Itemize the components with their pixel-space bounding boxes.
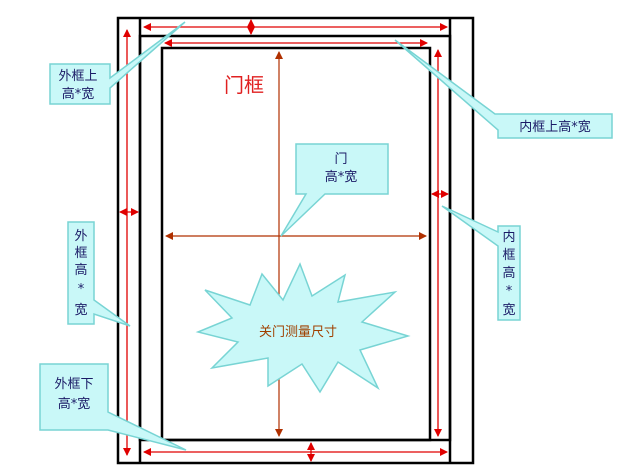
callout-inner-side-line4: * <box>506 284 513 299</box>
callout-outer-top-line2: 高*宽 <box>62 86 95 102</box>
diagram-title: 门框 <box>224 73 264 97</box>
callout-door-line2: 高*宽 <box>325 169 358 185</box>
callout-inner-side-line1: 内 <box>502 229 515 245</box>
door-arrows <box>165 51 427 437</box>
callout-door <box>280 143 389 237</box>
callout-outer-side-line3: 高 <box>74 262 87 278</box>
callout-outer-bottom-line1: 外框下 <box>54 377 93 392</box>
callout-outer-side-line4: * <box>78 282 85 297</box>
callout-texts: 外框上 高*宽 内框上高*宽 门 高*宽 外 框 高 * 宽 内 框 高 * 宽… <box>54 69 590 412</box>
callout-inner-side <box>441 205 521 321</box>
callout-outer-side <box>67 221 131 327</box>
outer-frame-rect <box>116 16 475 465</box>
callout-outer-bottom <box>39 363 187 451</box>
callout-outer-top <box>49 21 186 105</box>
callout-inner-top <box>394 39 613 139</box>
callout-door-line1: 门 <box>334 152 347 167</box>
callout-outer-side-line5: 宽 <box>74 302 87 318</box>
callout-outer-side-line1: 外 <box>74 229 87 244</box>
dimension-arrows <box>119 19 449 462</box>
frame-lines <box>116 16 475 465</box>
callout-outer-top-line1: 外框上 <box>58 69 97 84</box>
door-rect <box>160 46 432 442</box>
callout-inner-side-line5: 宽 <box>502 302 515 318</box>
callouts <box>39 21 613 451</box>
callout-inner-top-line1: 内框上高*宽 <box>519 119 591 135</box>
callout-inner-side-line2: 框 <box>502 248 515 263</box>
callout-inner-side-line3: 高 <box>502 265 515 281</box>
burst-shape <box>195 262 411 394</box>
callout-outer-bottom-line2: 高*宽 <box>58 396 91 412</box>
inner-frame-rect <box>138 34 452 442</box>
burst-label: 关门测量尺寸 <box>259 325 337 340</box>
callout-outer-side-line2: 框 <box>74 246 87 261</box>
